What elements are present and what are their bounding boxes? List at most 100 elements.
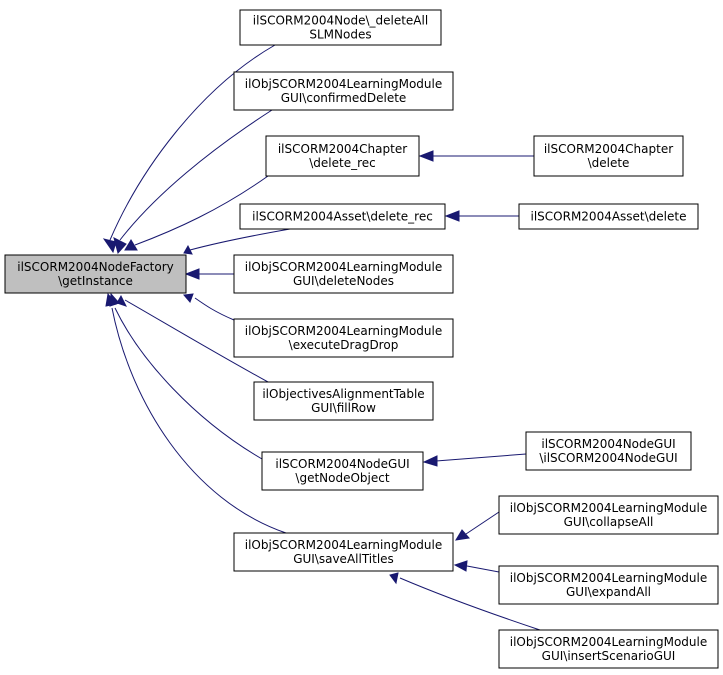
caller-node[interactable]: ilObjSCORM2004LearningModule\executeDrag… bbox=[233, 318, 454, 358]
node-label-line: ilObjSCORM2004LearningModule bbox=[245, 324, 442, 338]
node-box bbox=[4, 254, 187, 294]
edge-n2-to-root bbox=[113, 109, 273, 255]
arrowhead-icon bbox=[105, 292, 117, 307]
edge-n13-to-n12 bbox=[455, 511, 500, 541]
caller-node[interactable]: ilSCORM2004Chapter\delete bbox=[533, 135, 684, 177]
node-box bbox=[233, 254, 454, 294]
node-label-line: GUI\confirmedDelete bbox=[281, 91, 407, 105]
node-label-line: GUI\fillRow bbox=[311, 401, 376, 415]
edge-n14-to-n12 bbox=[453, 560, 500, 573]
node-label-line: ilSCORM2004Node\_deleteAll bbox=[253, 14, 428, 28]
edge-n1-to-root bbox=[102, 44, 276, 254]
edge-n6-to-n5 bbox=[444, 210, 519, 222]
arrowhead-icon bbox=[444, 210, 460, 222]
root-node[interactable]: ilSCORM2004NodeFactory\getInstance bbox=[4, 254, 187, 294]
caller-node[interactable]: ilSCORM2004Asset\delete_rec bbox=[239, 203, 446, 230]
node-label-line: ilSCORM2004NodeGUI bbox=[541, 437, 675, 451]
node-label-line: \getNodeObject bbox=[295, 471, 389, 485]
edge-n12-to-root bbox=[105, 292, 287, 534]
edge-line bbox=[194, 297, 235, 321]
arrowhead-icon bbox=[455, 529, 470, 541]
caller-node[interactable]: ilObjSCORM2004LearningModuleGUI\deleteNo… bbox=[233, 254, 454, 294]
node-label-line: ilSCORM2004Chapter bbox=[544, 142, 673, 156]
edge-n15-to-n12 bbox=[389, 572, 541, 631]
node-label-line: ilObjectivesAlignmentTable bbox=[262, 387, 424, 401]
node-label-line: GUI\expandAll bbox=[566, 585, 651, 599]
node-box bbox=[261, 451, 424, 491]
arrowhead-icon bbox=[124, 239, 138, 251]
node-box bbox=[498, 495, 719, 535]
node-label-line: ilSCORM2004Chapter bbox=[278, 142, 407, 156]
node-box bbox=[233, 318, 454, 358]
edge-line bbox=[189, 228, 291, 251]
node-label-line: ilObjSCORM2004LearningModule bbox=[510, 635, 707, 649]
edge-line bbox=[114, 307, 263, 460]
node-label-line: \executeDragDrop bbox=[289, 338, 399, 352]
node-box bbox=[253, 381, 434, 421]
edge-n11-to-n10 bbox=[422, 453, 527, 467]
node-label-line: GUI\insertScenarioGUI bbox=[542, 649, 676, 663]
node-box bbox=[239, 9, 442, 46]
edge-n7-to-root bbox=[184, 268, 234, 280]
edge-n4-to-n3 bbox=[418, 150, 534, 162]
node-box bbox=[498, 629, 719, 669]
edge-n3-to-root bbox=[124, 175, 269, 251]
caller-node[interactable]: ilObjSCORM2004LearningModuleGUI\confirme… bbox=[233, 71, 454, 111]
edge-line bbox=[109, 44, 276, 241]
arrowhead-icon bbox=[389, 572, 399, 585]
arrowhead-icon bbox=[422, 455, 438, 467]
node-label-line: ilObjSCORM2004LearningModule bbox=[245, 538, 442, 552]
node-label-line: \getInstance bbox=[58, 274, 133, 288]
node-box bbox=[239, 203, 446, 230]
nodes: ilSCORM2004NodeFactory\getInstanceilSCOR… bbox=[4, 9, 719, 669]
node-label-line: \ilSCORM2004NodeGUI bbox=[539, 451, 677, 465]
edge-line bbox=[435, 453, 527, 462]
node-label-line: ilSCORM2004Asset\delete bbox=[531, 210, 687, 224]
caller-node[interactable]: ilObjSCORM2004LearningModuleGUI\insertSc… bbox=[498, 629, 719, 669]
node-label-line: ilSCORM2004Asset\delete_rec bbox=[252, 210, 433, 224]
arrowhead-icon bbox=[184, 268, 200, 280]
edge-n9-to-root bbox=[116, 294, 269, 383]
arrowhead-icon bbox=[113, 237, 127, 255]
edge-line bbox=[399, 577, 541, 631]
arrowhead-icon bbox=[453, 560, 468, 572]
node-label-line: ilObjSCORM2004LearningModule bbox=[510, 571, 707, 585]
node-label-line: SLMNodes bbox=[309, 28, 371, 42]
arrowhead-icon bbox=[418, 150, 434, 162]
node-box bbox=[525, 431, 692, 471]
caller-node[interactable]: ilSCORM2004NodeGUI\ilSCORM2004NodeGUI bbox=[525, 431, 692, 471]
node-label-line: \delete bbox=[588, 156, 630, 170]
caller-node[interactable]: ilSCORM2004Chapter\delete_rec bbox=[265, 135, 420, 177]
node-label-line: GUI\saveAllTitles bbox=[293, 552, 394, 566]
node-label-line: ilObjSCORM2004LearningModule bbox=[245, 77, 442, 91]
edge-line bbox=[124, 299, 269, 383]
caller-node[interactable]: ilObjSCORM2004LearningModuleGUI\collapse… bbox=[498, 495, 719, 535]
node-label-line: ilSCORM2004NodeFactory bbox=[17, 260, 174, 274]
edge-line bbox=[466, 565, 500, 573]
edge-n8-to-root bbox=[183, 293, 235, 321]
arrowhead-icon bbox=[183, 244, 193, 255]
arrowhead-icon bbox=[102, 238, 117, 254]
caller-node[interactable]: ilObjSCORM2004LearningModuleGUI\saveAllT… bbox=[233, 532, 454, 572]
arrowhead-icon bbox=[183, 293, 194, 303]
caller-node[interactable]: ilSCORM2004Asset\delete bbox=[518, 203, 699, 230]
node-label-line: ilObjSCORM2004LearningModule bbox=[245, 260, 442, 274]
node-box bbox=[233, 532, 454, 572]
node-label-line: GUI\collapseAll bbox=[564, 515, 654, 529]
edge-line bbox=[119, 109, 273, 241]
edges bbox=[102, 44, 541, 631]
node-label-line: ilObjSCORM2004LearningModule bbox=[510, 501, 707, 515]
node-label-line: \delete_rec bbox=[309, 156, 376, 170]
node-box bbox=[265, 135, 420, 177]
edge-line bbox=[134, 175, 269, 246]
edge-line bbox=[111, 307, 287, 534]
caller-node[interactable]: ilObjSCORM2004LearningModuleGUI\expandAl… bbox=[498, 565, 719, 605]
edge-line bbox=[465, 511, 500, 535]
arrowhead-icon bbox=[116, 294, 127, 307]
node-box bbox=[233, 71, 454, 111]
node-label-line: ilSCORM2004NodeGUI bbox=[275, 457, 409, 471]
caller-node[interactable]: ilSCORM2004NodeGUI\getNodeObject bbox=[261, 451, 424, 491]
